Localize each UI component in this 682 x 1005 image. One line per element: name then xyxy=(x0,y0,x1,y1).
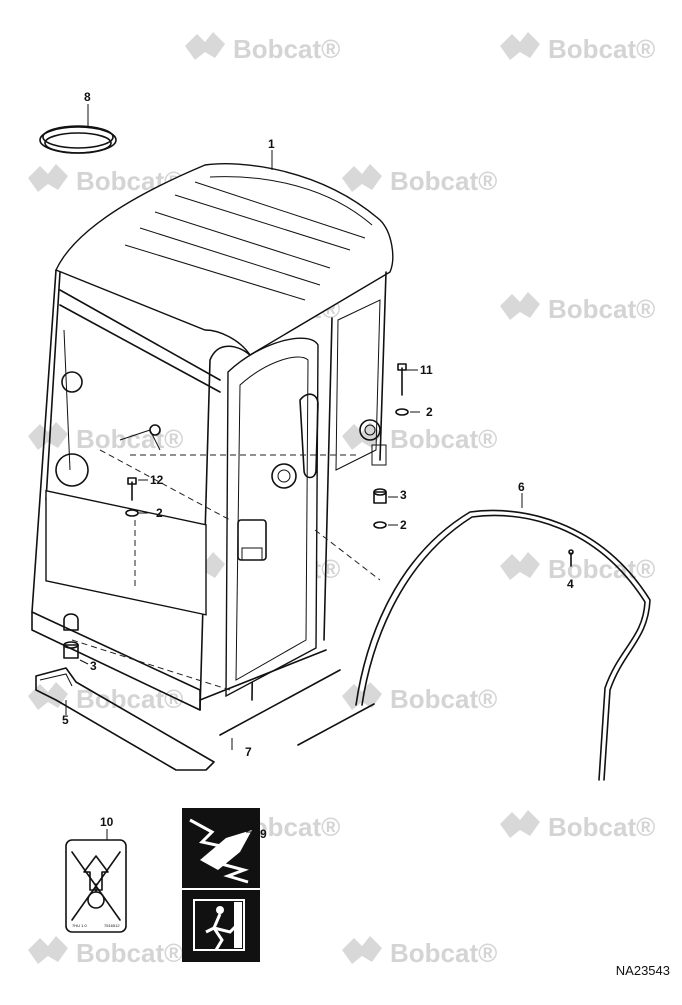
callout-2-top: 2 xyxy=(426,405,433,419)
watermark-text: Bobcat® xyxy=(548,34,655,64)
callout-3-right: 3 xyxy=(400,488,407,502)
callout-7: 7 xyxy=(245,745,252,759)
callout-1: 1 xyxy=(268,137,275,151)
callout-6: 6 xyxy=(518,480,525,494)
callout-3-left: 3 xyxy=(90,659,97,673)
part-3-mount xyxy=(63,613,89,665)
bobcat-logo-icon xyxy=(342,682,382,710)
hardware-center xyxy=(125,477,148,517)
callout-9: 9 xyxy=(260,827,267,841)
watermark-text: Bobcat® xyxy=(548,554,655,584)
callout-11: 11 xyxy=(420,363,433,377)
figure-id: NA23543 xyxy=(615,963,670,978)
hardware-right xyxy=(373,363,420,529)
bobcat-logo-icon xyxy=(342,164,382,192)
bobcat-logo-icon xyxy=(28,936,68,964)
bobcat-logo-icon xyxy=(500,32,540,60)
part-10-no-lift-decal: 7HU 1.0 7516512 xyxy=(65,829,127,933)
watermark-text: Bobcat® xyxy=(390,166,497,196)
watermark-text: Bobcat® xyxy=(548,812,655,842)
watermark-text: Bobcat® xyxy=(390,938,497,968)
no-lift-decal-icon xyxy=(71,851,121,921)
bobcat-logo-icon xyxy=(500,292,540,320)
decal-code-right: 7516512 xyxy=(104,923,120,928)
part-6-seal xyxy=(355,493,651,781)
part-1-cab xyxy=(31,150,394,711)
watermark-layer: Bobcat® Bobcat® Bobcat® Bobcat® Bobcat® … xyxy=(28,32,655,968)
watermark-text: Bobcat® xyxy=(390,424,497,454)
bobcat-logo-icon xyxy=(342,936,382,964)
emergency-exit-decal-icon xyxy=(193,899,245,951)
bobcat-logo-icon xyxy=(500,552,540,580)
bobcat-logo-icon xyxy=(185,32,225,60)
watermark-text: Bobcat® xyxy=(76,424,183,454)
break-glass-icon xyxy=(189,818,252,884)
callout-4: 4 xyxy=(567,577,574,591)
part-5-plate xyxy=(35,667,215,771)
callout-10: 10 xyxy=(100,815,114,829)
bobcat-logo-icon xyxy=(500,810,540,838)
part-9-exit-decal xyxy=(182,808,260,962)
callout-2-bottom: 2 xyxy=(400,518,407,532)
watermark-text: Bobcat® xyxy=(233,34,340,64)
watermark-text: Bobcat® xyxy=(76,938,183,968)
callout-2-center: 2 xyxy=(156,506,163,520)
callout-12: 12 xyxy=(150,473,164,487)
callout-8: 8 xyxy=(84,90,91,104)
part-7-strip xyxy=(219,669,375,750)
part-8-coiled-seal xyxy=(39,104,117,154)
bobcat-logo-icon xyxy=(28,422,68,450)
watermark-text: Bobcat® xyxy=(390,684,497,714)
bobcat-logo-icon xyxy=(28,164,68,192)
callout-5: 5 xyxy=(62,713,69,727)
decal-code-left: 7HU 1.0 xyxy=(72,923,87,928)
watermark-text: Bobcat® xyxy=(76,684,183,714)
watermark-text: Bobcat® xyxy=(548,294,655,324)
part-4-pin xyxy=(568,549,574,567)
